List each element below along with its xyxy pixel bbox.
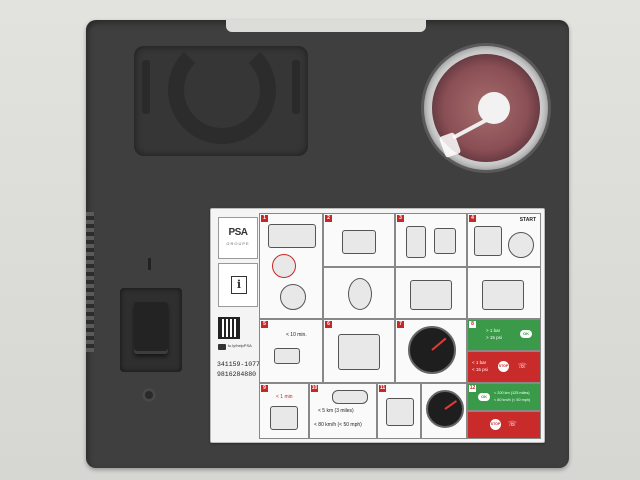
ok-badge: OK	[478, 393, 490, 401]
phone-icon: ☏	[518, 363, 527, 370]
step-sketch	[508, 232, 534, 258]
qr-code-icon	[218, 317, 240, 339]
pressure-ok-text: > 15 psi	[486, 335, 502, 340]
holder-slot-right	[292, 60, 300, 114]
instruction-label: PSA GROUPE i tc.ly/helpPSA 341159-1077 9…	[210, 208, 545, 443]
indicator-slit	[148, 258, 151, 270]
distance-short-text: < 1 min	[276, 394, 293, 400]
step-number: 5	[261, 321, 268, 328]
distance-text: < 5 km (3 miles)	[318, 408, 354, 414]
step-sketch	[348, 278, 372, 310]
step-sketch	[270, 406, 298, 430]
start-text: START	[519, 217, 536, 223]
step-sketch	[386, 398, 414, 426]
after-drive-ok-panel: 12 OK < 200 km (125 miles) < 80 km/h (< …	[467, 383, 541, 411]
pressure-low-panel: < 1 bar < 15 psi STOP ☏	[467, 351, 541, 383]
step-number: 2	[325, 215, 332, 222]
step-sketch	[410, 280, 452, 310]
step-number: 6	[325, 321, 332, 328]
after-drive-stop-panel: STOP ☏	[467, 411, 541, 439]
ok-badge: OK	[520, 330, 532, 338]
top-notch	[226, 20, 426, 32]
youtube-icon	[218, 344, 226, 350]
step-number: 4	[469, 215, 476, 222]
hose-holder-arc	[168, 36, 276, 144]
gauge-icon	[426, 390, 464, 428]
step-number: 8	[469, 321, 476, 328]
pressure-low-text: < 1 bar	[472, 360, 487, 365]
time-text: < 10 min.	[286, 332, 307, 338]
step-number: 3	[397, 215, 404, 222]
hose-holder	[134, 36, 308, 156]
step-number: 7	[397, 321, 404, 328]
step-number: 11	[379, 385, 386, 392]
step-12: 11	[377, 383, 421, 439]
gauge-needle	[444, 400, 458, 410]
pressure-low-text: < 15 psi	[472, 367, 488, 372]
gauge-icon	[408, 326, 456, 374]
tire-compressor-device: PSA GROUPE i tc.ly/helpPSA 341159-1077 9…	[86, 20, 569, 468]
gauge-needle	[431, 337, 447, 351]
step-sketch	[274, 348, 300, 364]
step-6	[467, 267, 541, 319]
qr-url: tc.ly/helpPSA	[228, 343, 252, 348]
screw	[142, 388, 156, 402]
speed-text: < 80 km/h (< 50 mph)	[314, 422, 362, 428]
step-sketch	[434, 228, 456, 254]
brand-name: PSA	[228, 227, 248, 238]
pressure-ok-panel: 8 > 1 bar > 15 psi OK	[467, 319, 541, 351]
gauge-hub	[478, 92, 510, 124]
step-sketch	[272, 254, 296, 278]
step-1: 1	[259, 213, 323, 319]
step-sketch	[482, 280, 524, 310]
step-5	[395, 267, 467, 319]
step-number: 9	[261, 385, 268, 392]
step-sketch	[332, 390, 368, 404]
stop-badge: STOP	[498, 361, 509, 372]
step-13	[421, 383, 467, 439]
brand-logo: PSA GROUPE	[218, 217, 258, 259]
step-10: 9 < 1 min	[259, 383, 309, 439]
step-number: 10	[311, 385, 318, 392]
rocker-switch-icon[interactable]	[134, 302, 168, 354]
step-sketch	[474, 226, 502, 256]
step-number: 12	[469, 385, 476, 392]
step-11: 10 < 5 km (3 miles) < 80 km/h (< 50 mph)	[309, 383, 377, 439]
step-4: 4 START	[467, 213, 541, 267]
part-number-2: 9816284880	[217, 371, 257, 378]
pressure-gauge	[424, 46, 548, 170]
phone-icon: ☏	[508, 421, 517, 428]
step-sketch	[268, 224, 316, 248]
gauge-icon	[432, 54, 540, 162]
after-drive-text: < 80 km/h (< 50 mph)	[494, 398, 531, 402]
power-switch-bezel	[120, 288, 182, 372]
step-sketch	[342, 230, 376, 254]
step-2b	[323, 267, 395, 319]
part-number-1: 341159-1077	[217, 361, 260, 368]
step-sketch	[338, 334, 380, 370]
info-box: i	[218, 263, 258, 307]
step-8: 6	[323, 319, 395, 383]
stop-badge: STOP	[490, 419, 501, 430]
step-number: 1	[261, 215, 268, 222]
info-icon: i	[231, 276, 247, 294]
holder-slot-left	[142, 60, 150, 114]
step-sketch	[280, 284, 306, 310]
step-3: 3	[395, 213, 467, 267]
pressure-ok-text: > 1 bar	[486, 328, 501, 333]
step-2: 2	[323, 213, 395, 267]
brand-sub: GROUPE	[226, 241, 250, 246]
side-vents	[86, 212, 94, 352]
after-drive-text: < 200 km (125 miles)	[494, 391, 530, 395]
step-7: 5 < 10 min.	[259, 319, 323, 383]
step-9: 7	[395, 319, 467, 383]
step-sketch	[406, 226, 426, 258]
